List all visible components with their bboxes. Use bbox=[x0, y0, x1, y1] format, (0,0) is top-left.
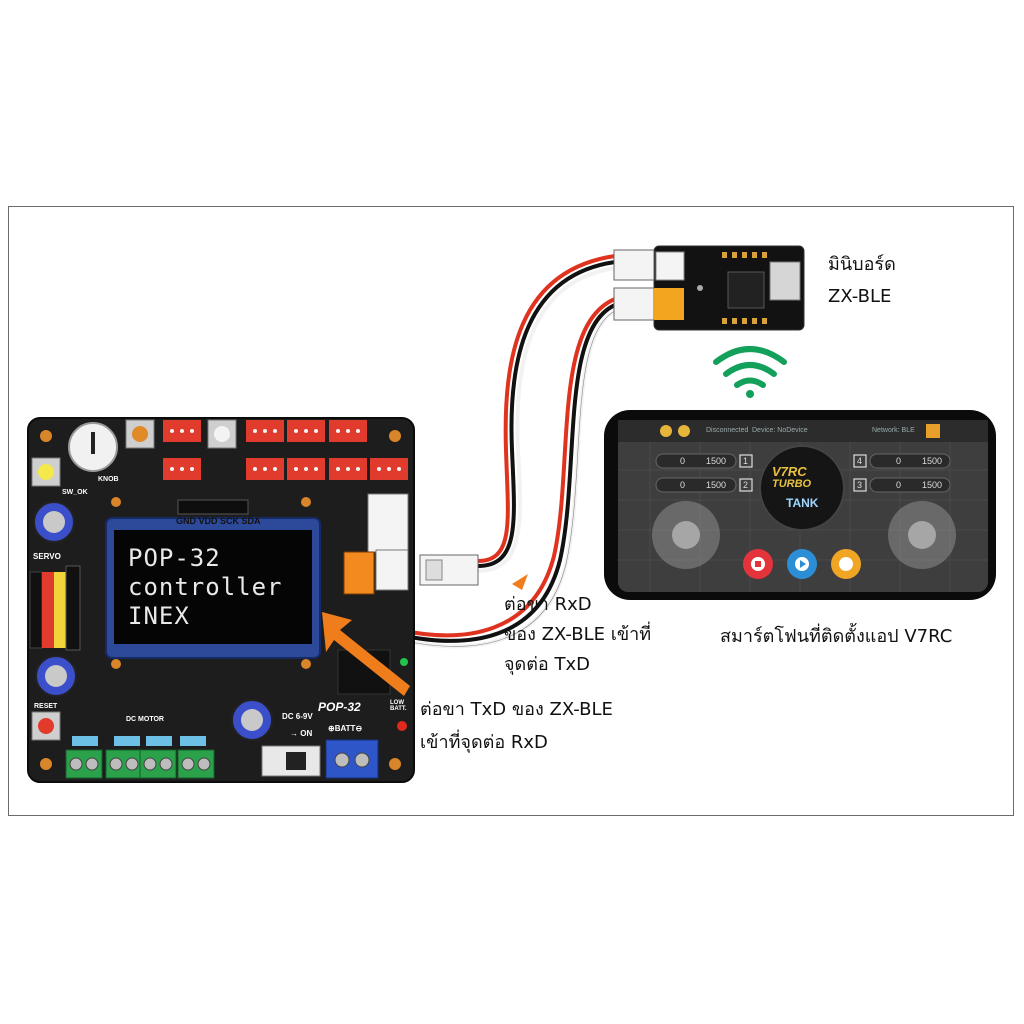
knob-label: KNOB bbox=[98, 476, 119, 483]
module-title-thai: มินิบอร์ด bbox=[828, 254, 896, 275]
phone-protocol: Network: BLE bbox=[872, 427, 915, 434]
dc-voltage-label: DC 6-9V bbox=[282, 712, 313, 721]
channel-3-label: 3 bbox=[857, 480, 863, 490]
sw-ok-label: SW_OK bbox=[62, 489, 88, 496]
motor-label: DC MOTOR bbox=[126, 716, 164, 723]
ch4-value-a: 0 bbox=[896, 456, 902, 466]
cable-bundle bbox=[398, 254, 617, 649]
i2c-header-label: GND VDD SCK SDA bbox=[176, 516, 261, 526]
txd-note-line-1: ต่อขา TxD ของ ZX-BLE bbox=[420, 699, 613, 720]
reset-button bbox=[38, 718, 54, 734]
oled-screen-text: POP-32 controller INEX bbox=[128, 544, 318, 631]
oled-line-3: INEX bbox=[128, 602, 190, 630]
sw-button bbox=[132, 426, 148, 442]
channel-2-label: 2 bbox=[743, 480, 749, 490]
ch3-value-b: 1500 bbox=[922, 480, 943, 490]
oled-line-2: controller bbox=[128, 573, 283, 601]
turbo-logo: TURBO bbox=[772, 478, 812, 490]
ch4-value-b: 1500 bbox=[922, 456, 943, 466]
rxd-note-line-1: ต่อขา RxD bbox=[504, 594, 592, 615]
servo-label: SERVO bbox=[33, 552, 61, 561]
pop32-board bbox=[27, 417, 479, 783]
txd-note-line-2: เข้าที่จุดต่อ RxD bbox=[420, 732, 548, 753]
module-title-name: ZX-BLE bbox=[828, 286, 892, 307]
smartphone bbox=[604, 410, 996, 600]
diagram-frame bbox=[8, 206, 1014, 816]
ch1-value-b: 1500 bbox=[706, 456, 727, 466]
phone-caption: สมาร์ตโฟนที่ติดตั้งแอป V7RC bbox=[720, 626, 953, 647]
low-batt-label: LOW BATT. bbox=[390, 700, 407, 712]
ch2-value-a: 0 bbox=[680, 480, 686, 490]
ch2-value-b: 1500 bbox=[706, 480, 727, 490]
reset-label: RESET bbox=[34, 703, 58, 710]
zx-ble-module bbox=[613, 245, 805, 331]
channel-4-label: 4 bbox=[857, 456, 863, 466]
phone-device: Device: NoDevice bbox=[752, 427, 808, 434]
arrow-icon bbox=[322, 574, 528, 696]
ch3-value-a: 0 bbox=[896, 480, 902, 490]
oled-line-1: POP-32 bbox=[128, 544, 221, 572]
sw-ok-button bbox=[38, 464, 54, 480]
rxd-note-line-2: ของ ZX-BLE เข้าที่ bbox=[504, 624, 652, 645]
mode-label: TANK bbox=[786, 496, 819, 510]
rxd-note-line-3: จุดต่อ TxD bbox=[504, 654, 590, 675]
brand-logo: POP-32 bbox=[318, 700, 361, 714]
channel-1-label: 1 bbox=[743, 456, 749, 466]
wifi-icon bbox=[713, 346, 787, 398]
ch1-value-a: 0 bbox=[680, 456, 686, 466]
batt-label: ⊕BATT⊖ bbox=[328, 724, 363, 733]
v7rc-logo: V7RC bbox=[772, 464, 807, 479]
on-label: → ON bbox=[290, 729, 313, 738]
phone-status: Disconnected bbox=[706, 427, 749, 434]
